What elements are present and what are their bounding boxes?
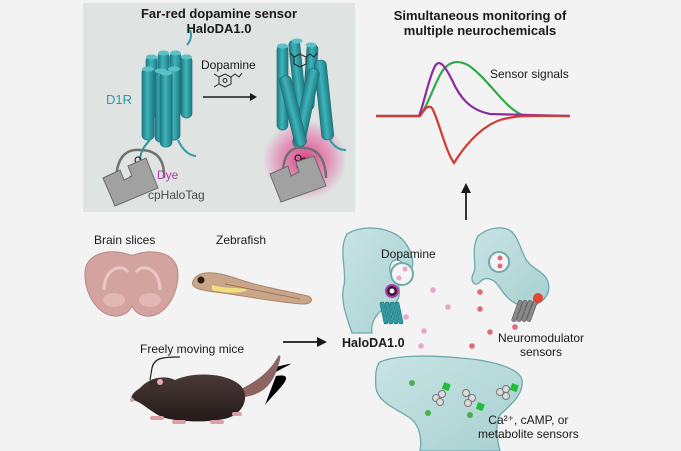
tag-label: cpHaloTag [148,188,205,202]
dye-label: Dye [157,168,179,182]
intracellular-label: Ca²⁺, cAMP, or metabolite sensors [478,413,579,441]
sensor-title-line2: HaloDA1.0 [186,21,252,36]
neuromodulator-line1: Neuromodulator [498,331,585,345]
sensor-signal-traces [376,60,571,166]
zebrafish-label: Zebrafish [216,233,267,247]
signals-title-line1: Simultaneous monitoring of [393,8,567,23]
up-arrow [461,183,471,220]
intracellular-line1: Ca²⁺, cAMP, or [488,413,569,427]
mouse-image [130,355,291,424]
dopamine-vesicle [390,262,414,286]
neuromodulator-line2: sensors [520,345,563,359]
ligand-label: Dopamine [201,58,256,72]
neuromodulator-sensor [511,293,543,322]
receptor-label: D1R [106,92,133,107]
released-dopamine [403,287,451,349]
trace-purple [376,62,571,118]
signals-title-line2: multiple neurochemicals [403,23,557,38]
postsynaptic-terminal [374,355,523,451]
trace-red [376,105,571,166]
signals-title: Simultaneous monitoring of multiple neur… [370,8,590,38]
intracellular-line2: metabolite sensors [478,427,579,441]
trace-green [376,60,570,118]
zebrafish-image [191,272,312,305]
halo-sensor-membrane [379,284,404,325]
mice-label: Freely moving mice [140,342,245,356]
intracellular-sensors [409,380,519,418]
brain-slice-image [84,251,179,317]
right-arrow [283,337,327,347]
neuromodulator-label: Neuromodulator sensors [498,331,584,359]
synapse-dopamine-label: Dopamine [381,247,436,261]
receptor-inactive [102,29,197,207]
dopamine-molecule-icon [213,72,243,88]
sensor-panel-title: Far-red dopamine sensor HaloDA1.0 [83,6,355,36]
receptor-active [263,38,347,203]
synapse-sensor-label: HaloDA1.0 [342,336,405,350]
brain-slices-label: Brain slices [94,233,156,247]
sensor-signals-label: Sensor signals [490,67,569,81]
sensor-title-line1: Far-red dopamine sensor [140,6,298,21]
released-neuromodulator [469,289,518,349]
